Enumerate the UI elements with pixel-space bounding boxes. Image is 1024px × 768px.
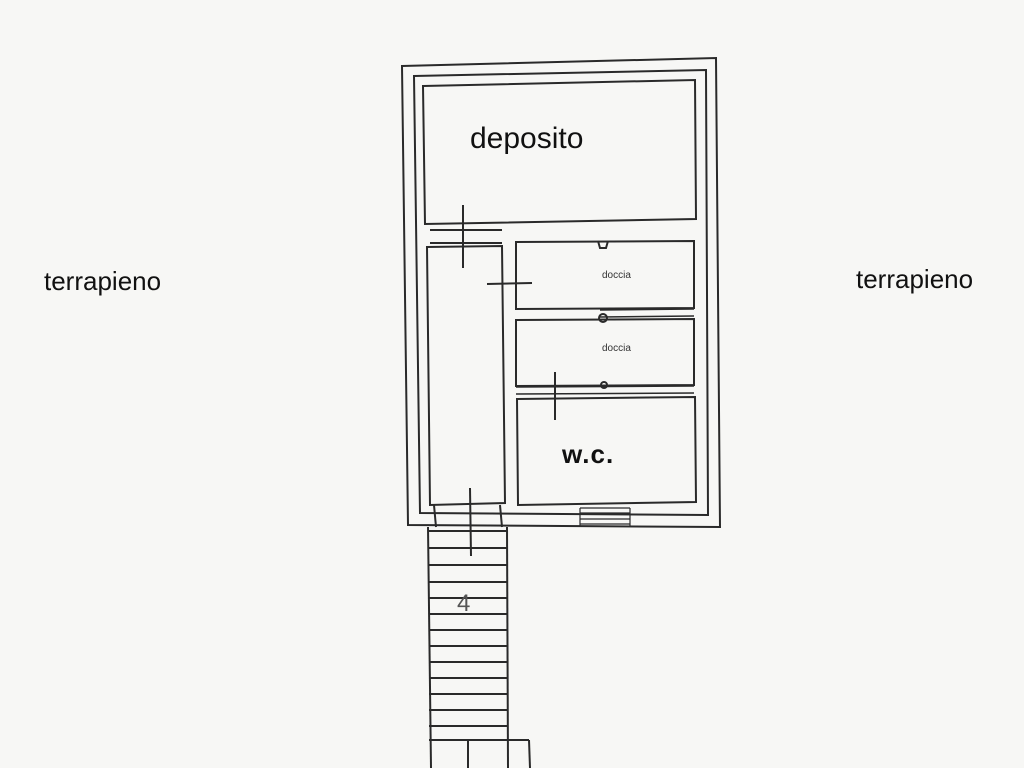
shower-valve-icon: [600, 381, 608, 389]
staircase: [427, 504, 531, 768]
room-shower-1: [515, 239, 695, 311]
room-label-shower-2: doccia: [602, 343, 631, 354]
shower-partition: [515, 308, 695, 395]
room-wc: [515, 395, 698, 507]
room-label-deposito: deposito: [470, 122, 584, 155]
window: [579, 507, 631, 526]
room-label-wc: w.c.: [562, 439, 615, 469]
room-deposito: [421, 78, 698, 226]
room-corridor: [425, 244, 507, 507]
shower-valve-icon: [598, 313, 608, 323]
exterior-wall: [400, 56, 722, 529]
terrain-label-right: terrapieno: [856, 264, 974, 294]
room-label-shower-1: doccia: [602, 270, 631, 281]
stair-number: 4: [457, 590, 470, 617]
door-mark: [469, 487, 472, 557]
terrain-label-left: terrapieno: [44, 266, 162, 296]
room-shower-2: [515, 317, 695, 388]
door-mark: [486, 282, 533, 285]
